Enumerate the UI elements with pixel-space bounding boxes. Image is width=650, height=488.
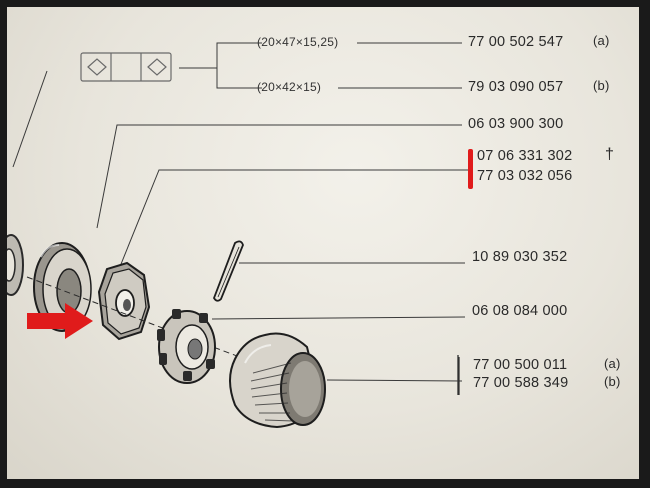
hub-cap-icon <box>229 332 326 429</box>
part-number-cap-b: 77 00 588 349 <box>473 375 569 391</box>
cap-b-tag: (b) <box>604 374 621 389</box>
highlight-mark <box>468 149 473 189</box>
part-number-cap-a: 77 00 500 011 <box>473 357 568 373</box>
part-number-variant-b: 79 03 090 057 <box>468 79 564 95</box>
part-number-nut: 06 08 084 000 <box>472 303 568 319</box>
parts-diagram-page: (20×47×15,25) (20×42×15) 77 00 502 547 (… <box>7 7 639 479</box>
diagram-drawing <box>7 42 473 429</box>
part-number-pin: 10 89 030 352 <box>472 249 568 265</box>
variant-a-size: (20×47×15,25) <box>257 35 339 49</box>
part-number-bearing: 06 03 900 300 <box>468 116 564 132</box>
leader-lines <box>12 42 469 395</box>
part-number-seal-1: 07 06 331 302 <box>477 148 573 164</box>
castellated-nut-icon <box>157 309 216 384</box>
cap-a-tag: (a) <box>604 356 621 371</box>
red-arrow-icon <box>27 303 93 339</box>
bearing-ring-icon <box>33 242 92 332</box>
seal-discontinued-mark: † <box>605 146 615 163</box>
bearing-shell-icon <box>7 234 24 296</box>
variant-a-tag: (a) <box>593 33 610 48</box>
cotter-pin-icon <box>213 240 244 302</box>
part-number-variant-a: 77 00 502 547 <box>468 34 564 50</box>
variant-b-size: (20×42×15) <box>257 80 322 94</box>
hub-nut-icon <box>97 261 151 341</box>
variant-b-tag: (b) <box>593 78 610 93</box>
part-number-seal-2: 77 03 032 056 <box>477 168 573 184</box>
seal-sketch-icon <box>80 52 172 82</box>
